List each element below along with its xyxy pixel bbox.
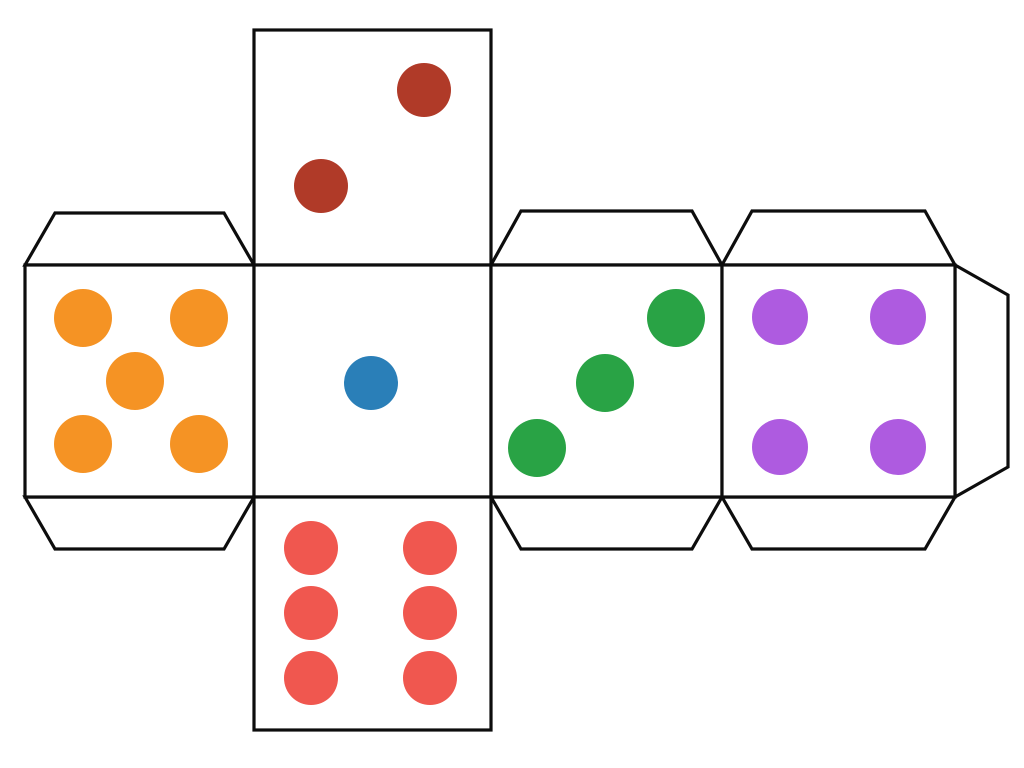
green-pip-3: [508, 419, 566, 477]
green-pip-2: [576, 354, 634, 412]
left-face-pips: [54, 289, 228, 473]
glue-flap-purple-right: [953, 262, 1010, 500]
glue-flap-left-bottom: [22, 495, 257, 551]
purple-pip-1: [752, 289, 808, 345]
purple-pip-4: [870, 419, 926, 475]
orange-pip-5: [170, 415, 228, 473]
pips-layer: [54, 63, 926, 705]
salmon-pip-1: [284, 521, 338, 575]
purple-pip-2: [870, 289, 926, 345]
right-outer-face-pips: [752, 289, 926, 475]
center-face-pips: [344, 356, 398, 410]
top-face-panel: [252, 28, 493, 267]
salmon-pip-6: [403, 651, 457, 705]
salmon-pip-2: [403, 521, 457, 575]
orange-pip-3: [106, 352, 164, 410]
green-pip-1: [647, 289, 705, 347]
orange-pip-4: [54, 415, 112, 473]
panels-layer: [23, 28, 957, 732]
brick-red-pip-1: [397, 63, 451, 117]
salmon-pip-3: [284, 586, 338, 640]
glue-flap-purple-top: [719, 209, 958, 267]
top-face-pips: [294, 63, 451, 213]
bottom-face-pips: [284, 521, 457, 705]
brick-red-pip-2: [294, 159, 348, 213]
glue-flap-left-top: [22, 211, 257, 267]
orange-pip-2: [170, 289, 228, 347]
salmon-pip-4: [403, 586, 457, 640]
orange-pip-1: [54, 289, 112, 347]
salmon-pip-5: [284, 651, 338, 705]
glue-flap-green-top: [488, 209, 725, 267]
purple-pip-3: [752, 419, 808, 475]
glue-flap-purple-bottom: [719, 495, 958, 551]
blue-pip-1: [344, 356, 398, 410]
glue-flap-green-bottom: [488, 495, 725, 551]
right-inner-face-pips: [508, 289, 705, 477]
